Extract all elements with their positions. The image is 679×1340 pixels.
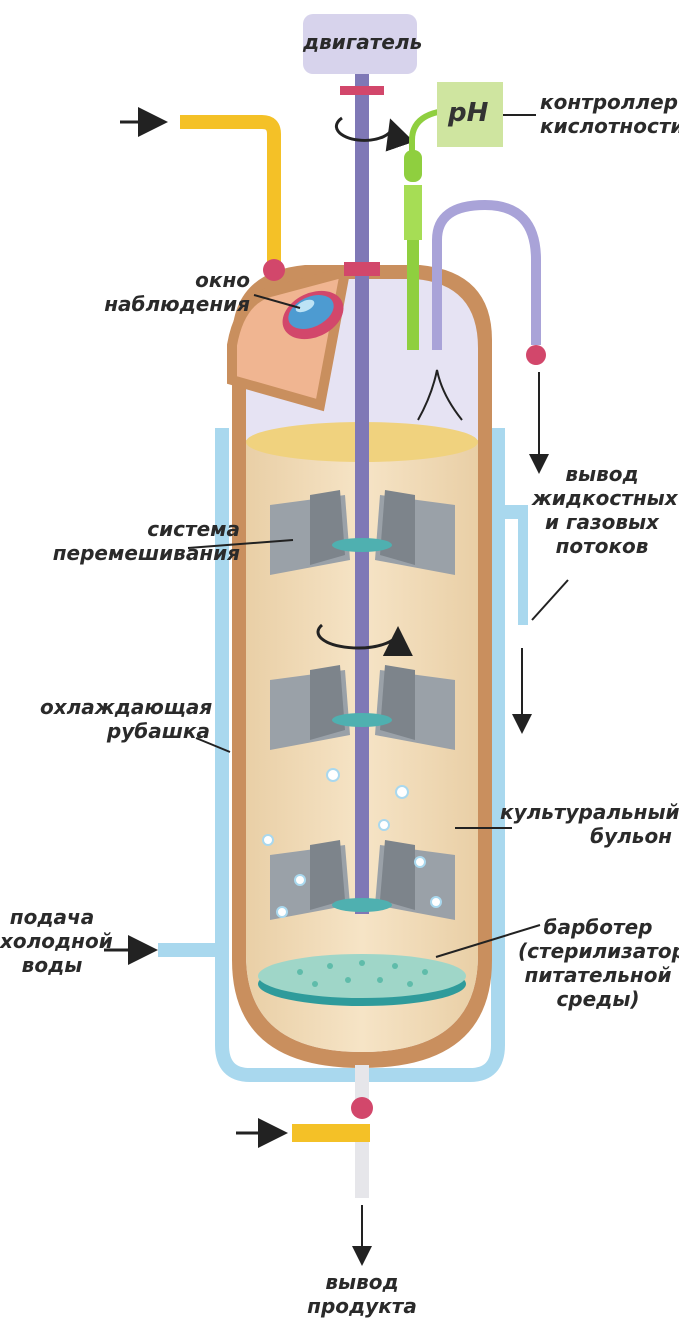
observation-window-label: окно наблюдения xyxy=(90,268,250,316)
feed-pipe xyxy=(120,122,285,281)
ph-label: pH xyxy=(448,98,488,128)
ph-controller-label: контроллер кислотности xyxy=(540,90,679,138)
motor-label: двигатель xyxy=(303,30,417,54)
product-outlet xyxy=(236,1065,373,1262)
cooling-jacket-label: охлаждающая рубашка xyxy=(40,695,210,743)
outlet-streams-label: вывод жидкостных и газовых потоков xyxy=(532,462,672,558)
sparger xyxy=(258,954,466,1006)
cold-water-label: подача холодной воды xyxy=(0,905,104,977)
sparger-label: барботер (стерилизатор питательной среды… xyxy=(518,915,678,1011)
product-outlet-label: вывод продукта xyxy=(292,1270,432,1318)
mixing-system-label: система перемешивания xyxy=(40,517,240,565)
broth-label: культуральный бульон xyxy=(500,800,672,848)
